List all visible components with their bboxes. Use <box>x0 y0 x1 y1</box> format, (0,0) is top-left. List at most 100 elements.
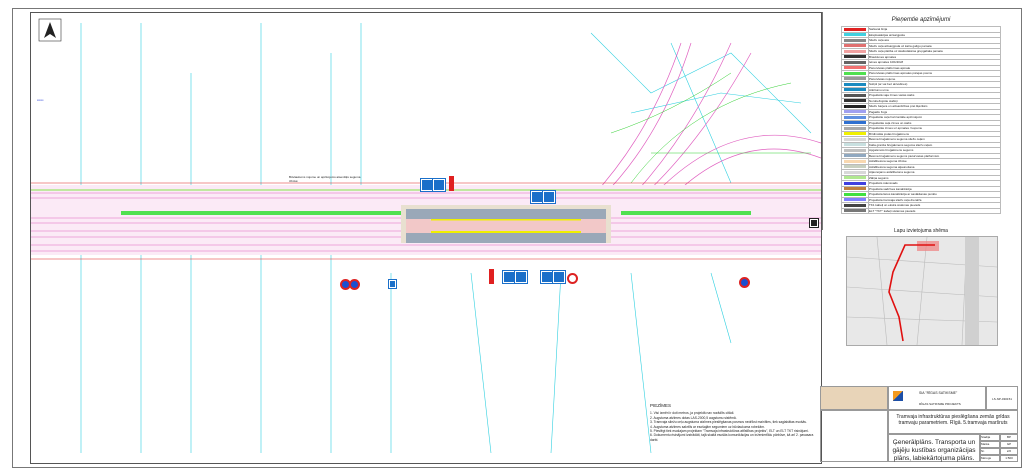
route-line <box>888 244 935 342</box>
note-item: 6. Dokumentu risinājumi izstrādāti, tajā… <box>650 433 814 442</box>
legend-row: ELT "TKT" kabeļi sistēmas pievads <box>841 207 1001 214</box>
notes: PIEZĪMES 1. Visi izmēri ir doti metros, … <box>650 403 815 442</box>
legend-swatch-mark <box>844 82 866 86</box>
north-arrow-icon <box>38 18 62 42</box>
legend-label: Pieturvietas platformas apmales pārejas … <box>868 70 1001 77</box>
sheet-value: GP <box>1000 441 1018 448</box>
legend-swatch-mark <box>844 115 866 119</box>
legend-label: Projektētā vaja zīmes vietās stabs <box>868 92 1001 99</box>
company-cell: SIA "RĪGAS SATIKSME" RĪGAS SATIKSME PROJ… <box>888 386 986 410</box>
legend-label: Sliežu barjera un aizsardzības pret šķēr… <box>868 103 1001 110</box>
page-label: Nr. <box>980 448 1000 455</box>
legend-row: Ietves apmales 100x30x8 <box>841 59 1001 66</box>
company-name: SIA "RĪGAS SATIKSME" <box>919 391 958 395</box>
legend-row: Projektētā vaja zīmes vietās stabs <box>841 92 1001 99</box>
legend-swatch-mark <box>844 38 866 42</box>
curved-tracks <box>590 42 821 199</box>
legend-label: ELT "TKT" kabeļi sistēmas pievads <box>868 207 1001 214</box>
sheet-label: Marka <box>980 441 1000 448</box>
note-item: 2. Augstuma atzīmes dotas LAS-2000,5 aug… <box>650 415 737 420</box>
legend-swatch-mark <box>844 181 866 185</box>
scale-value: 1:500 <box>1000 455 1018 462</box>
project-number: LS-NP-030151 <box>986 386 1018 410</box>
legend-swatch <box>841 207 869 214</box>
legend-row: Pieturvietas platformas apmales pārejas … <box>841 70 1001 77</box>
road-sign-lane[interactable] <box>514 270 528 284</box>
legend-swatch-mark <box>844 187 866 191</box>
legend-swatch-mark <box>844 121 866 125</box>
legend-swatch-mark <box>844 143 866 147</box>
legend-title: Pieņemtie apzīmējumi <box>891 17 951 23</box>
site-plan <box>31 18 821 454</box>
legend-row: Soliņš (ar vai bez atzveltnes) <box>841 81 1001 88</box>
legend-swatch-mark <box>844 198 866 202</box>
object-title: Tramvaja infrastruktūras pieslēgšana zem… <box>888 410 1018 434</box>
grid-label: ▪▪▪▪▪▪ <box>37 98 44 102</box>
legend-label: Soliņš (ar vai bez atzveltnes) <box>868 81 1001 88</box>
legend-label: Pagaidu žogs <box>868 108 1001 115</box>
legend-swatch-mark <box>844 170 866 174</box>
legend-swatch-mark <box>844 27 866 31</box>
legend-swatch-mark <box>844 88 866 92</box>
note-item: 1. Visi izmēri ir doti metros, ja projek… <box>650 411 735 416</box>
road-sign-lane[interactable] <box>420 178 434 192</box>
legend-swatch-mark <box>844 77 866 81</box>
legend-swatch-mark <box>844 154 866 158</box>
legend-swatch-mark <box>844 93 866 97</box>
legend-label: Sarkanā līnija <box>868 26 1001 33</box>
legend-swatch-mark <box>844 55 866 59</box>
road-sign-warning[interactable] <box>552 270 566 284</box>
road-sign-no-entry[interactable] <box>567 273 578 284</box>
stage-value: BP <box>1000 434 1018 441</box>
legend-swatch-mark <box>844 165 866 169</box>
legend-row: Projektētās ceļa zīmes un stabs <box>841 119 1001 126</box>
annotation-note: Būvlaukums nojume un aprīkojums atsevišķ… <box>289 175 361 183</box>
green-lines <box>610 72 811 184</box>
legend-row: Atkritumu urna <box>841 86 1001 93</box>
map-title: Lapu izvietojuma shēma <box>894 228 948 234</box>
legend-label: Norobežojošie stabiņi <box>868 97 1001 104</box>
note-item: 4. Augstuma atzīmes sakritīs ar esošajām… <box>650 424 765 429</box>
company-sub: RĪGAS SATIKSME PROJEKTS <box>919 402 961 406</box>
road-sign-warning[interactable] <box>530 190 544 204</box>
road-sign-plate[interactable] <box>449 176 454 191</box>
road-sign-no-stopping[interactable] <box>349 279 360 290</box>
scale-label: Mērogs <box>980 455 1000 462</box>
legend-swatch-mark <box>844 126 866 130</box>
signature-cell <box>820 410 888 462</box>
legend-swatch-mark <box>844 99 866 103</box>
legend-label: Projektētās ceļa zīmes un stabs <box>868 119 1001 126</box>
legend-row: Norobežojošie stabiņi <box>841 97 1001 104</box>
legend-label: Pieturvietas platformas apmale <box>868 64 1001 71</box>
tram-platform <box>401 205 611 243</box>
legend-swatch-mark <box>844 33 866 37</box>
road-sign-info[interactable] <box>388 279 397 289</box>
road-sign-warning[interactable] <box>540 270 554 284</box>
legend-label: Atkritumu urna <box>868 86 1001 93</box>
note-item: 5. Pieslēgt tiek esošajam projektam "Tra… <box>650 429 809 434</box>
legend-swatch-mark <box>844 66 866 70</box>
sheet-layout-map: Lapu izvietojuma shēma <box>846 228 998 346</box>
stage-label: Stadija <box>980 434 1000 441</box>
legend-swatch-mark <box>844 203 866 207</box>
legend-row: Projektētie ceļa horizontālie apzīmējumi <box>841 114 1001 121</box>
legend-swatch-mark <box>844 44 866 48</box>
legend-row: Sarkanā līnija <box>841 26 1001 33</box>
legend-swatch-mark <box>844 209 866 213</box>
legend-swatch-mark <box>844 110 866 114</box>
legend-swatch-mark <box>844 71 866 75</box>
road-sign-lane[interactable] <box>432 178 446 192</box>
drawing-frame: ▪▪▪▪▪▪ Būvlaukums nojume un aprīkojums a… <box>30 12 822 464</box>
road-sign-info[interactable] <box>809 218 819 228</box>
legend-row: Pieturvietas nojume <box>841 75 1001 82</box>
road-sign-plate[interactable] <box>489 269 494 284</box>
legend-swatch-mark <box>844 176 866 180</box>
road-sign-no-stopping[interactable] <box>739 277 750 288</box>
road-sign-warning[interactable] <box>542 190 556 204</box>
legend-swatch-mark <box>844 60 866 64</box>
legend-row: Pagaidu žogs <box>841 108 1001 115</box>
company-logo-icon <box>893 391 903 401</box>
road-sign-lane[interactable] <box>502 270 516 284</box>
legend-swatch-mark <box>844 137 866 141</box>
